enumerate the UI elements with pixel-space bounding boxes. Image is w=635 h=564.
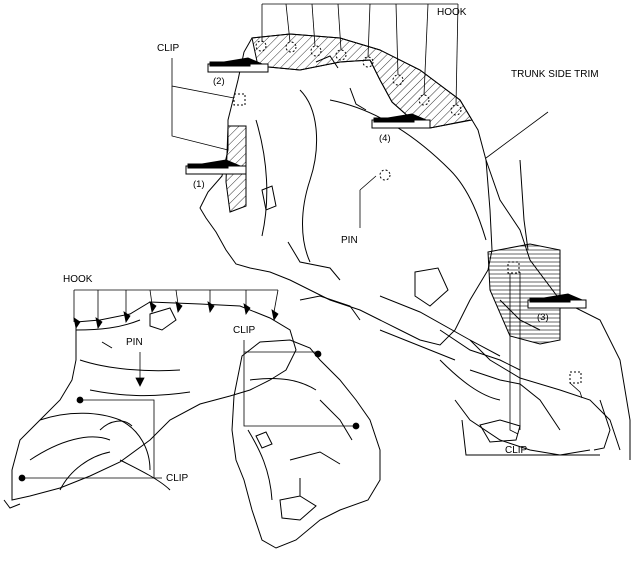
step-4-label: (4) bbox=[379, 133, 391, 144]
hook-label-top: HOOK bbox=[437, 7, 467, 18]
trunk-side-trim-label: TRUNK SIDE TRIM bbox=[511, 69, 599, 80]
hook-label-bottom: HOOK bbox=[63, 274, 93, 285]
lower-right-trim-outline bbox=[231, 339, 381, 549]
clip-label-bottom-center: CLIP bbox=[233, 325, 256, 336]
pin-label-top: PIN bbox=[341, 235, 358, 246]
clip-label-bottom-left: CLIP bbox=[166, 473, 189, 484]
clip-label-right: CLIP bbox=[505, 445, 528, 456]
clip-label-top: CLIP bbox=[157, 43, 180, 54]
step-2-label: (2) bbox=[213, 76, 225, 87]
arrow-4-icon bbox=[371, 113, 431, 129]
arrow-1-icon bbox=[185, 159, 247, 175]
lower-left-trim-outline bbox=[11, 301, 297, 501]
pin-label-bottom: PIN bbox=[126, 337, 143, 348]
arrow-3-icon bbox=[527, 293, 587, 309]
arrow-2-icon bbox=[207, 57, 269, 73]
step-3-label: (3) bbox=[537, 312, 549, 323]
step-1-label: (1) bbox=[193, 179, 205, 190]
